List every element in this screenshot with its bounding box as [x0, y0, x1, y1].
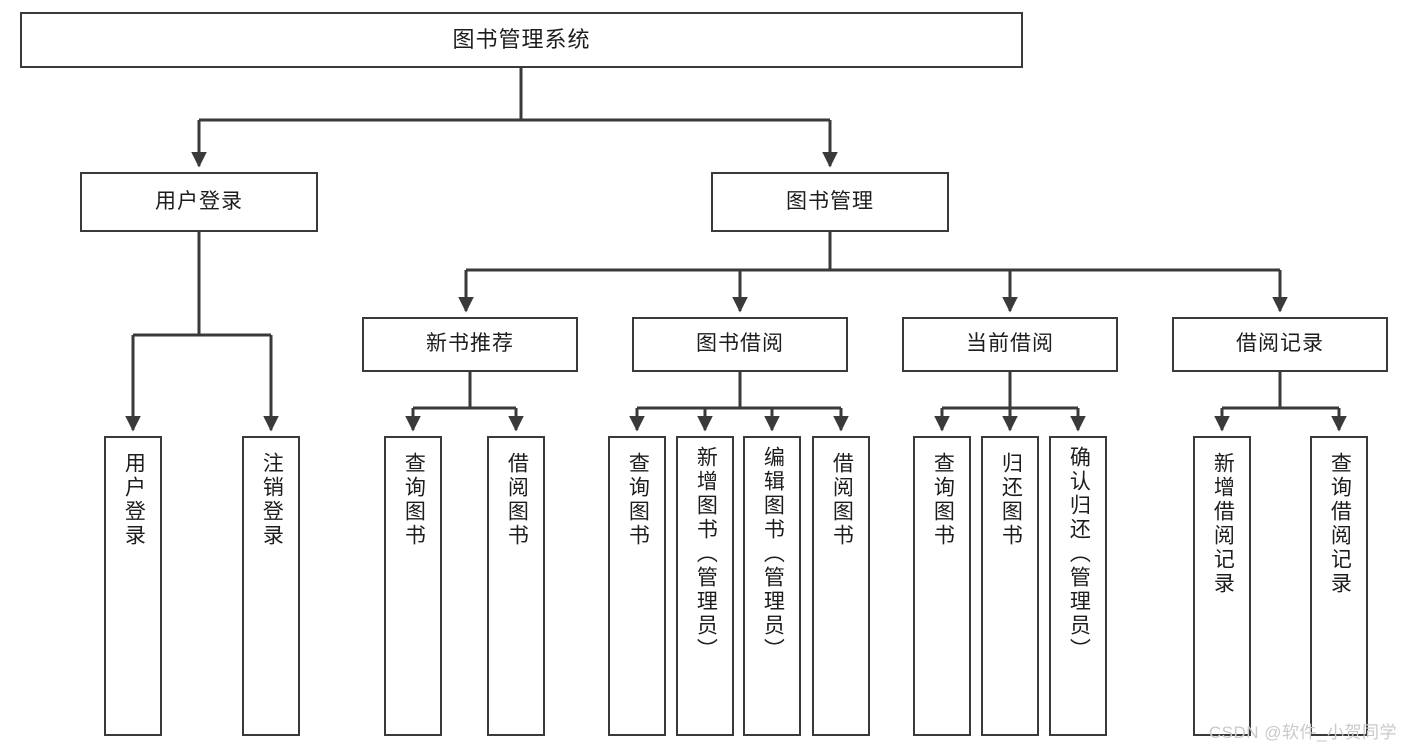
leaf-current-borrow-query-book[interactable]: 查询图书 — [913, 436, 971, 736]
node-root-system[interactable]: 图书管理系统 — [20, 12, 1023, 68]
csdn-watermark: CSDN @软件_小贺同学 — [1208, 723, 1397, 742]
node-new-book-recommend[interactable]: 新书推荐 — [362, 317, 578, 372]
node-label: 借阅图书 — [505, 452, 529, 548]
node-label: 借阅图书 — [830, 452, 854, 548]
node-label: 查询图书 — [931, 452, 955, 548]
node-label: 用户登录 — [122, 452, 146, 548]
leaf-book-borrow-borrow-book[interactable]: 借阅图书 — [812, 436, 870, 736]
leaf-borrow-record-query-record[interactable]: 查询借阅记录 — [1310, 436, 1368, 736]
leaf-book-borrow-edit-book[interactable]: 编辑图书（管理员） — [743, 436, 801, 736]
leaf-new-book-query-book[interactable]: 查询图书 — [384, 436, 442, 736]
leaf-user-login-login[interactable]: 用户登录 — [104, 436, 162, 736]
node-label: 图书借阅 — [696, 332, 784, 356]
node-label: 图书管理系统 — [452, 27, 591, 53]
node-label: 注销登录 — [260, 452, 284, 548]
node-label: 新增图书（管理员） — [694, 446, 718, 662]
node-label: 新增借阅记录 — [1211, 452, 1235, 596]
node-label: 归还图书 — [999, 452, 1023, 548]
node-borrow-record[interactable]: 借阅记录 — [1172, 317, 1388, 372]
node-label: 查询图书 — [402, 452, 426, 548]
node-label: 用户登录 — [155, 189, 243, 213]
node-label: 当前借阅 — [966, 332, 1054, 356]
node-book-borrow[interactable]: 图书借阅 — [632, 317, 848, 372]
node-user-login[interactable]: 用户登录 — [80, 172, 318, 232]
node-book-management[interactable]: 图书管理 — [711, 172, 949, 232]
leaf-book-borrow-add-book[interactable]: 新增图书（管理员） — [676, 436, 734, 736]
node-label: 借阅记录 — [1236, 332, 1324, 356]
leaf-current-borrow-confirm-return[interactable]: 确认归还（管理员） — [1049, 436, 1107, 736]
node-label: 图书管理 — [786, 189, 874, 213]
node-label: 查询借阅记录 — [1328, 452, 1352, 596]
node-label: 新书推荐 — [426, 332, 514, 356]
node-label: 查询图书 — [626, 452, 650, 548]
leaf-book-borrow-query-book[interactable]: 查询图书 — [608, 436, 666, 736]
node-label: 确认归还（管理员） — [1067, 446, 1091, 662]
leaf-borrow-record-add-record[interactable]: 新增借阅记录 — [1193, 436, 1251, 736]
leaf-new-book-borrow-book[interactable]: 借阅图书 — [487, 436, 545, 736]
leaf-user-login-logout[interactable]: 注销登录 — [242, 436, 300, 736]
node-current-borrow[interactable]: 当前借阅 — [902, 317, 1118, 372]
node-label: 编辑图书（管理员） — [761, 446, 785, 662]
leaf-current-borrow-return-book[interactable]: 归还图书 — [981, 436, 1039, 736]
